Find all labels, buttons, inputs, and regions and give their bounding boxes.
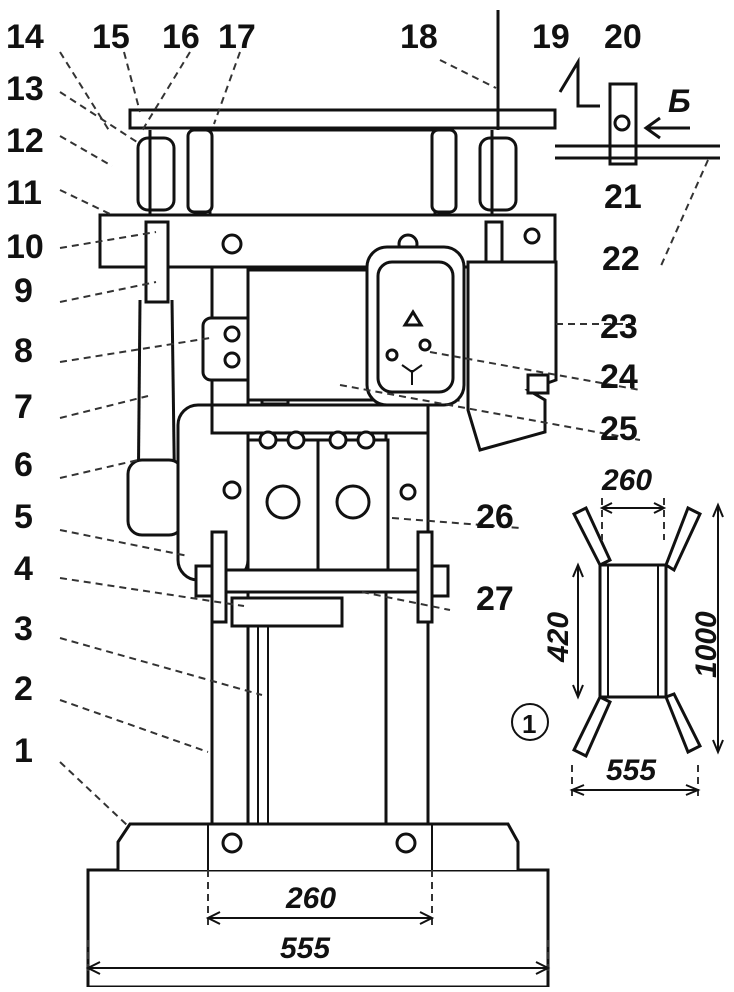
view-marker: Б xyxy=(668,83,691,119)
dim-plan-height: 420 xyxy=(542,612,575,663)
cross-bar xyxy=(194,530,450,628)
callout-22: 22 xyxy=(602,240,640,278)
housing xyxy=(246,245,558,452)
callout-25: 25 xyxy=(600,410,638,448)
feed-shaft-assembly xyxy=(555,56,720,269)
detail-marker: 1 xyxy=(522,709,536,739)
callout-24: 24 xyxy=(600,358,638,396)
callout-4: 4 xyxy=(14,550,33,588)
callout-2: 2 xyxy=(14,670,33,708)
callout-5: 5 xyxy=(14,498,33,536)
callout-20: 20 xyxy=(604,18,642,56)
callout-10: 10 xyxy=(6,228,44,266)
callout-3: 3 xyxy=(14,610,33,648)
callout-7: 7 xyxy=(14,388,33,426)
base-dimensions: 260 555 xyxy=(85,870,551,975)
dim-base-outer: 555 xyxy=(280,932,331,965)
callout-9: 9 xyxy=(14,272,33,310)
callout-13: 13 xyxy=(6,70,44,108)
callout-labels: 1 2 3 4 5 6 7 8 9 10 11 12 13 14 15 16 1… xyxy=(6,18,691,770)
callout-1: 1 xyxy=(14,732,33,770)
callout-11: 11 xyxy=(6,174,42,212)
dim-base-inner: 260 xyxy=(285,882,336,915)
callout-12: 12 xyxy=(6,122,44,160)
callout-16: 16 xyxy=(162,18,200,56)
leader-lines xyxy=(59,51,641,827)
callout-26: 26 xyxy=(476,498,514,536)
dim-plan-bottom: 555 xyxy=(606,754,657,787)
callout-18: 18 xyxy=(400,18,438,56)
dim-plan-total: 1000 xyxy=(690,611,723,678)
callout-14: 14 xyxy=(6,18,44,56)
callout-15: 15 xyxy=(92,18,130,56)
dim-plan-top: 260 xyxy=(601,464,652,497)
callout-27: 27 xyxy=(476,580,514,618)
callout-6: 6 xyxy=(14,446,33,484)
motor-block xyxy=(210,403,430,572)
callout-19: 19 xyxy=(532,18,570,56)
plan-view-detail: 260 420 1000 555 1 xyxy=(511,464,724,800)
callout-17: 17 xyxy=(218,18,256,56)
callout-21: 21 xyxy=(604,178,642,216)
callout-23: 23 xyxy=(600,308,638,346)
callout-8: 8 xyxy=(14,332,33,370)
